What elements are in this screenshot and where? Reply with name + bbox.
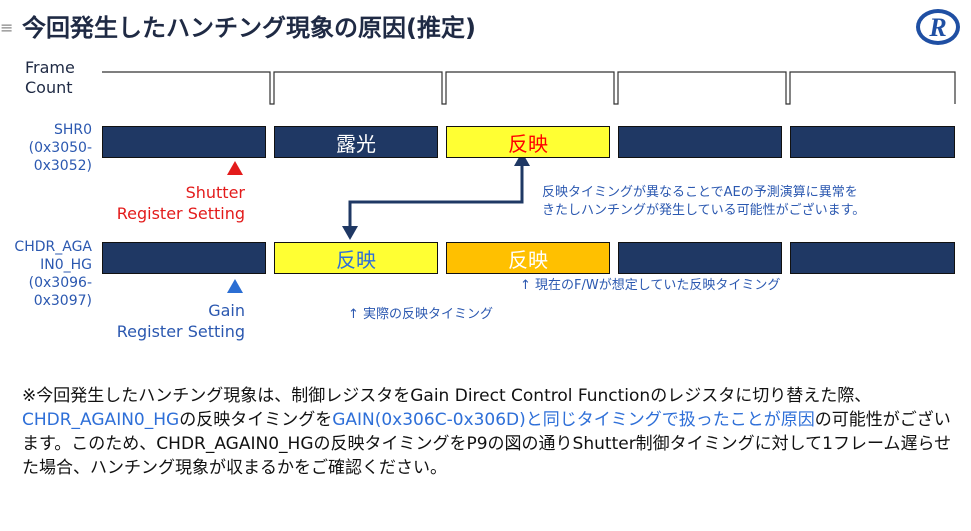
arrow-up-head bbox=[514, 152, 530, 166]
para-highlight: CHDR_AGAIN0_HG bbox=[22, 410, 180, 430]
chdr-frame-4 bbox=[618, 242, 782, 274]
chdr-label-line: CHDR_AGA bbox=[14, 239, 92, 255]
shutter-setting-line: Shutter bbox=[185, 183, 245, 202]
slide-title: 今回発生したハンチング現象の原因(推定) bbox=[22, 14, 476, 42]
shr0-frame-5 bbox=[790, 126, 955, 158]
arrow-down-head bbox=[342, 226, 358, 240]
chdr-actual-reflect-box: 反映 bbox=[274, 242, 438, 274]
gain-setting-triangle-icon bbox=[227, 279, 243, 293]
frame-count-label: Frame Count bbox=[25, 58, 75, 98]
ae-issue-note: 反映タイミングが異なることでAEの予測演算に異常を きたしハンチングが発生してい… bbox=[542, 184, 865, 220]
ae-issue-line: きたしハンチングが発生している可能性がございます。 bbox=[542, 203, 866, 218]
shr0-label: SHR0 (0x3050- 0x3052) bbox=[0, 121, 92, 175]
shr0-label-line: (0x3050- bbox=[28, 140, 92, 156]
chdr-label: CHDR_AGA IN0_HG (0x3096- 0x3097) bbox=[0, 238, 92, 310]
actual-timing-note: ↑ 実際の反映タイミング bbox=[348, 307, 494, 322]
chdr-label-line: (0x3096- bbox=[28, 275, 92, 291]
frame-count-waveform bbox=[102, 71, 956, 105]
reflect-arrow-line bbox=[348, 160, 524, 232]
frame-count-line1: Frame bbox=[25, 58, 75, 77]
para-highlight: GAIN(0x306C-0x306D)と同じタイミングで扱ったことが原因 bbox=[332, 410, 815, 430]
shutter-setting-triangle-icon bbox=[227, 161, 243, 175]
para-part: ※今回発生したハンチング現象は、制御レジスタをGain Direct Contr… bbox=[22, 386, 872, 406]
company-logo-icon: R bbox=[916, 9, 960, 45]
svg-text:R: R bbox=[928, 13, 946, 42]
chdr-frame-5 bbox=[790, 242, 955, 274]
explanation-paragraph: ※今回発生したハンチング現象は、制御レジスタをGain Direct Contr… bbox=[22, 384, 957, 480]
gain-setting-line: Gain bbox=[208, 301, 245, 320]
shutter-register-setting-label: Shutter Register Setting bbox=[80, 182, 245, 224]
fw-expected-note: ↑ 現在のF/Wが想定していた反映タイミング bbox=[520, 278, 781, 293]
chdr-expected-reflect-box: 反映 bbox=[446, 242, 610, 274]
shr0-label-line: SHR0 bbox=[53, 122, 92, 138]
shr0-exposure-box: 露光 bbox=[274, 126, 438, 158]
para-part: の可能性がございます。このため、CHDR_AGAIN0_HGの反映タイミングをP… bbox=[22, 410, 952, 478]
gain-register-setting-label: Gain Register Setting bbox=[80, 300, 245, 342]
shr0-label-line: 0x3052) bbox=[33, 158, 92, 174]
shr0-frame-1 bbox=[102, 126, 266, 158]
gain-setting-line: Register Setting bbox=[116, 322, 245, 341]
ae-issue-line: 反映タイミングが異なることでAEの予測演算に異常を bbox=[542, 185, 858, 200]
shr0-frame-4 bbox=[618, 126, 782, 158]
menu-icon: ≡ bbox=[0, 18, 14, 37]
chdr-label-line: 0x3097) bbox=[33, 293, 92, 309]
frame-count-line2: Count bbox=[25, 78, 73, 97]
chdr-frame-1 bbox=[102, 242, 266, 274]
shr0-reflect-box: 反映 bbox=[446, 126, 610, 158]
shutter-setting-line: Register Setting bbox=[116, 204, 245, 223]
chdr-label-line: IN0_HG bbox=[40, 257, 92, 273]
para-part: の反映タイミングを bbox=[179, 410, 333, 430]
